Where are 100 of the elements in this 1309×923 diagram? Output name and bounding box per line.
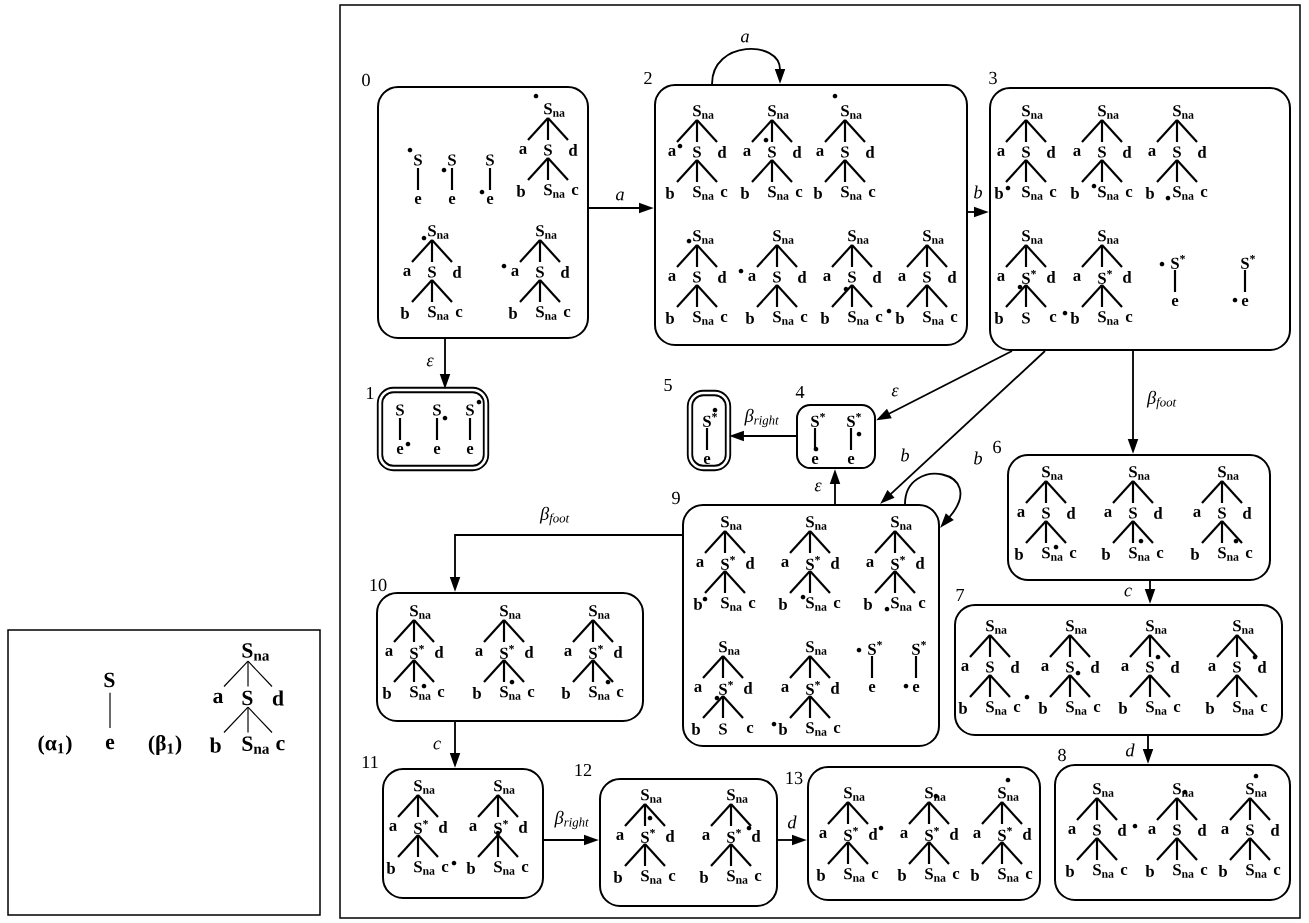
node-label: S$^{*}$: [891, 556, 905, 570]
node-label: S$_{na}$: [998, 868, 1019, 882]
parse-tree-drawing: S$^{*}$ e: [847, 413, 862, 464]
node-label: b: [1190, 548, 1199, 560]
node-label: a: [1148, 826, 1156, 834]
node-label: S$_{na}$: [773, 230, 794, 244]
node-label: S$_{na}$: [536, 225, 557, 239]
node-label: S: [1066, 661, 1074, 673]
node-label: a: [511, 268, 519, 276]
parse-tree-drawing: S$_{na}$ a S$^{*}$ d b S$_{na}$ c: [613, 789, 676, 884]
node-label: S$_{na}$: [1066, 620, 1087, 634]
node-label: S$_{na}$: [589, 605, 610, 619]
node-label: b: [745, 312, 754, 324]
state-box: [954, 589, 1283, 736]
node-label: b: [665, 187, 674, 199]
parse-tree-drawing: S e: [441, 154, 456, 204]
node-label: d: [1258, 661, 1267, 673]
node-label: b: [1038, 702, 1047, 714]
node-label: S$_{na}$: [693, 105, 714, 119]
state-box: [672, 491, 940, 747]
state-box: [664, 378, 732, 472]
node-label: d: [1047, 271, 1056, 283]
node-label: d: [1047, 146, 1056, 158]
node-label: b: [516, 185, 525, 197]
node-label: c: [616, 688, 624, 697]
parse-tree-drawing: S$_{na}$ a S d b S$_{na}$ c: [1205, 620, 1268, 715]
node-label: S$^{*}$: [806, 556, 820, 570]
node-label: b: [895, 312, 904, 324]
parse-tree-drawing: S$_{na}$ a S d b S$_{na}$ c: [1070, 105, 1133, 200]
state-number: 3: [989, 71, 997, 85]
node-label: S$^{*}$: [1098, 270, 1112, 284]
node-label: c: [871, 870, 879, 879]
node-label: a: [900, 830, 908, 838]
node-label: d: [798, 271, 807, 283]
state-number: 8: [1058, 748, 1066, 762]
node-label: c: [455, 308, 463, 317]
node-label: S$_{na}$: [841, 186, 862, 200]
node-label: b: [508, 307, 517, 319]
arrow: [711, 48, 786, 85]
node-label: c: [720, 313, 728, 322]
node-label: b: [1070, 187, 1079, 199]
node-label: c: [276, 739, 285, 751]
node-label: d: [916, 557, 925, 569]
node-label: S: [1022, 312, 1030, 324]
node-label: S: [1022, 146, 1030, 158]
node-label: S$^{*}$: [806, 681, 820, 695]
node-label: a: [694, 684, 702, 692]
node-label: c: [521, 863, 529, 872]
node-label: S$_{na}$: [1173, 105, 1194, 119]
node-label: S$_{na}$: [1233, 620, 1254, 634]
parse-tree-drawing: S$_{na}$ a S d b S$_{na}$ c: [1190, 466, 1253, 561]
node-label: S$_{na}$: [806, 641, 827, 655]
node-label: S$^{*}$: [589, 645, 603, 659]
parse-tree-drawing: S e: [479, 154, 494, 204]
node-label: b: [382, 687, 391, 699]
node-label: S$_{na}$: [1129, 547, 1150, 561]
parse-tree-drawing: S e: [407, 147, 422, 204]
node-label: c: [950, 313, 958, 322]
node-label: d: [831, 557, 840, 569]
node-label: S: [1146, 661, 1154, 673]
parse-tree-drawing: S$_{na}$ a S d b S$_{na}$ c: [820, 230, 883, 325]
node-label: S$_{na}$: [986, 701, 1007, 715]
state-box: [362, 73, 589, 339]
node-label: S$_{na}$: [428, 306, 449, 320]
node-label: S$_{na}$: [1042, 547, 1063, 561]
node-label: a: [668, 148, 676, 156]
state-number: 4: [795, 386, 805, 399]
state-box: [362, 755, 544, 899]
node-label: S: [1233, 661, 1241, 673]
node-label: c: [668, 872, 676, 881]
node-label: c: [437, 688, 445, 697]
parse-tree-drawing: S$_{na}$ a S d b S$_{na}$ c: [665, 230, 728, 325]
node-label: d: [1271, 824, 1280, 836]
edge-label: d: [1123, 741, 1137, 759]
state-box: [367, 386, 490, 472]
node-label: c: [1049, 313, 1057, 322]
parse-tree-drawing: S e: [396, 404, 411, 454]
node-label: a: [702, 832, 710, 840]
node-label: S: [841, 146, 849, 158]
node-label: S$_{na}$: [410, 686, 431, 700]
node-label: S$_{na}$: [1093, 783, 1114, 797]
node-label: c: [1260, 703, 1268, 712]
node-label: S: [1218, 507, 1226, 519]
parse-tree-drawing: S$_{na}$ a S d b S$_{na}$ c: [958, 620, 1030, 715]
node-label: d: [1198, 824, 1207, 836]
node-label: d: [831, 682, 840, 694]
node-label: b: [1014, 548, 1023, 560]
parse-tree-drawing: S$_{na}$ a S$^{*}$ d b S$_{na}$ c: [386, 780, 457, 875]
node-label: d: [453, 266, 462, 278]
state-box: [795, 386, 876, 469]
node-label: S$^{*}$: [1022, 270, 1036, 284]
node-label: a: [668, 273, 676, 281]
parse-tree-drawing: S e: [433, 404, 448, 454]
node-label: S$_{na}$: [693, 311, 714, 325]
node-label: a: [1068, 826, 1076, 834]
node-label: a: [997, 148, 1005, 156]
node-label: b: [970, 869, 979, 881]
node-label: c: [563, 308, 571, 317]
node-label: a: [564, 648, 572, 656]
node-label: d: [1023, 828, 1032, 840]
